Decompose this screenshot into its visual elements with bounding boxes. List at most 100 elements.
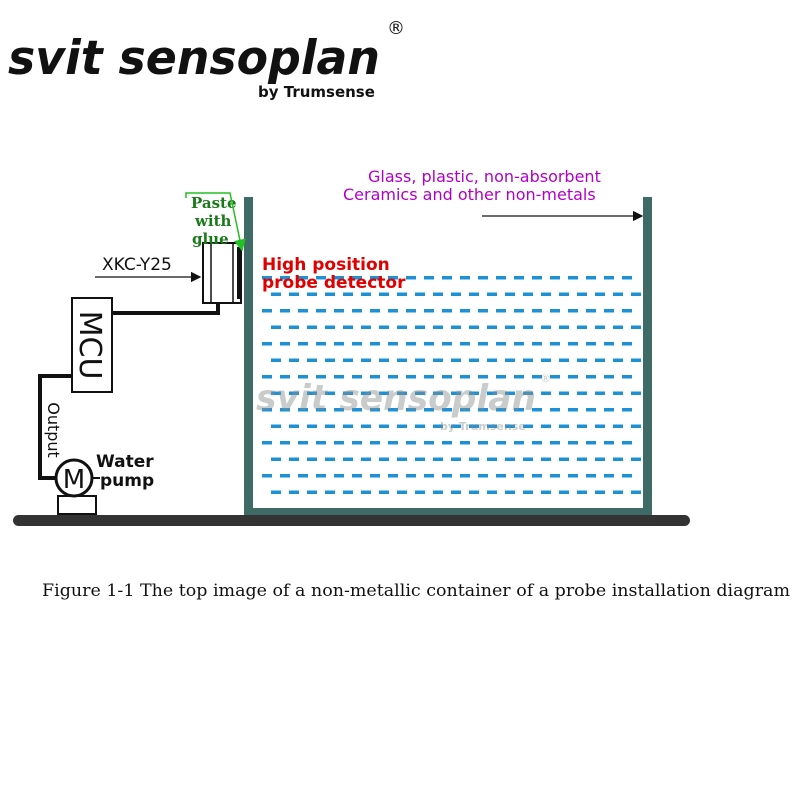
water-dash	[415, 490, 425, 494]
water-dash	[343, 490, 353, 494]
water-dash	[559, 490, 569, 494]
water-dash	[451, 457, 461, 461]
water-dash	[433, 457, 443, 461]
water-dash	[469, 325, 479, 329]
water-dash	[568, 309, 578, 313]
water-dash	[604, 309, 614, 313]
water-dash	[352, 309, 362, 313]
water-dash	[586, 474, 596, 478]
water-dash	[496, 375, 506, 379]
water-dash	[532, 276, 542, 280]
sensor-model-label: XKC-Y25	[102, 255, 172, 275]
water-dash	[559, 358, 569, 362]
water-dash	[379, 325, 389, 329]
water-dash	[280, 375, 290, 379]
container-right-wall	[643, 197, 652, 517]
water-dash	[370, 309, 380, 313]
water-dash	[451, 292, 461, 296]
water-fill	[262, 276, 641, 494]
water-dash	[514, 342, 524, 346]
water-dash	[388, 342, 398, 346]
water-dash	[550, 441, 560, 445]
water-dash	[532, 441, 542, 445]
water-dash	[397, 358, 407, 362]
water-dash	[568, 276, 578, 280]
water-dash	[577, 457, 587, 461]
water-dash	[262, 276, 272, 280]
water-dash	[415, 358, 425, 362]
water-dash	[595, 457, 605, 461]
water-dash	[289, 457, 299, 461]
water-dash	[307, 391, 317, 395]
water-dash	[541, 490, 551, 494]
water-dash	[316, 441, 326, 445]
water-dash	[523, 424, 533, 428]
brand-byline: by Trumsense	[258, 83, 375, 101]
water-dash	[505, 457, 515, 461]
water-dash	[334, 375, 344, 379]
water-dash	[298, 441, 308, 445]
water-dash	[541, 325, 551, 329]
water-dash	[298, 375, 308, 379]
water-dash	[307, 490, 317, 494]
water-dash	[352, 474, 362, 478]
water-dash	[568, 375, 578, 379]
water-dash	[280, 441, 290, 445]
water-dash	[424, 309, 434, 313]
water-dash	[343, 424, 353, 428]
water-dash	[289, 424, 299, 428]
water-dash	[352, 276, 362, 280]
water-dash	[559, 457, 569, 461]
water-dash	[469, 457, 479, 461]
water-dash	[613, 292, 623, 296]
water-dash	[298, 276, 308, 280]
water-dash	[622, 309, 632, 313]
water-dash	[622, 276, 632, 280]
water-dash	[613, 457, 623, 461]
probe-sensor	[202, 242, 242, 304]
water-dash	[559, 391, 569, 395]
water-dash	[622, 375, 632, 379]
water-dash	[379, 490, 389, 494]
figure-caption: Figure 1-1 The top image of a non-metall…	[42, 581, 790, 601]
brand-name: svit sensoplan	[8, 31, 380, 86]
water-dash	[406, 408, 416, 412]
water-dash	[559, 292, 569, 296]
water-dash	[577, 490, 587, 494]
water-dash	[334, 408, 344, 412]
water-dash	[595, 424, 605, 428]
water-dash	[577, 424, 587, 428]
water-dash	[505, 325, 515, 329]
water-dash	[325, 292, 335, 296]
water-dash	[361, 292, 371, 296]
water-dash	[595, 490, 605, 494]
water-dash	[325, 358, 335, 362]
water-dash	[568, 342, 578, 346]
water-dash	[406, 342, 416, 346]
water-dash	[460, 309, 470, 313]
water-dash	[370, 276, 380, 280]
watermark-brand: svit sensoplan	[256, 378, 536, 419]
water-dash	[343, 457, 353, 461]
water-dash	[262, 309, 272, 313]
water-dash	[478, 342, 488, 346]
water-dash	[496, 276, 506, 280]
water-dash	[496, 342, 506, 346]
water-dash	[433, 391, 443, 395]
water-dash	[514, 474, 524, 478]
water-dash	[496, 441, 506, 445]
water-dash	[631, 292, 641, 296]
water-dash	[406, 474, 416, 478]
water-dash	[271, 457, 281, 461]
water-dash	[622, 474, 632, 478]
detector-label-line-2: probe detector	[262, 273, 406, 293]
water-dash	[460, 441, 470, 445]
water-dash	[298, 408, 308, 412]
paste-note-line-2: with	[194, 212, 232, 230]
water-dash	[469, 358, 479, 362]
water-dash	[361, 457, 371, 461]
water-dash	[316, 309, 326, 313]
water-dash	[514, 309, 524, 313]
water-dash	[550, 342, 560, 346]
water-dash	[352, 408, 362, 412]
